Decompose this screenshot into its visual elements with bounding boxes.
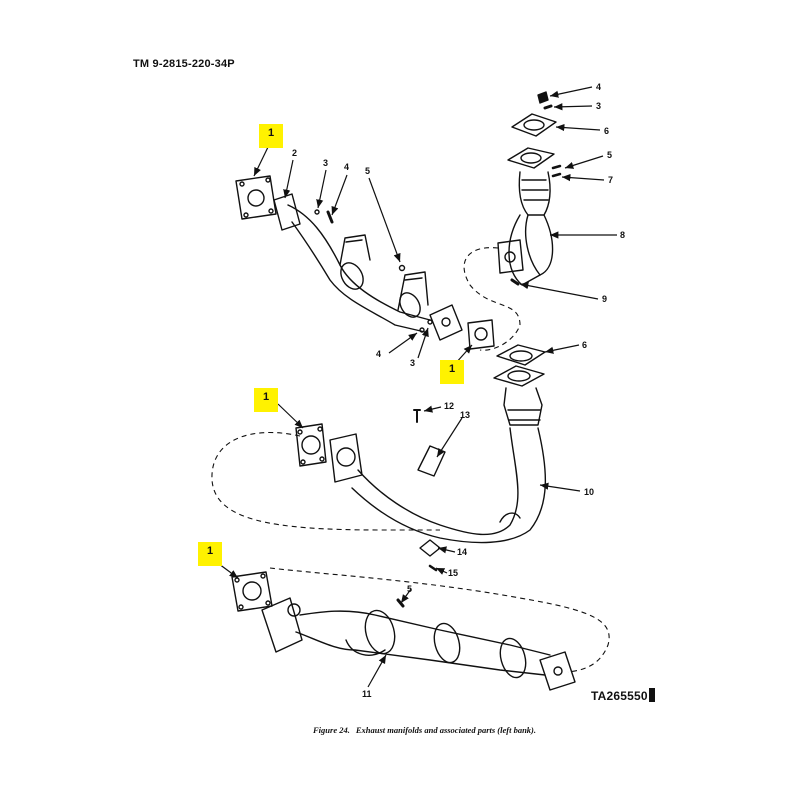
- callout-9: 9: [602, 294, 607, 304]
- callout-labels: 2 3 4 5 4 3 4 3 6 5 7 8 9 6 12 13 10 14 …: [292, 82, 625, 699]
- callout-8: 8: [620, 230, 625, 240]
- highlighted-callout-1: 1: [440, 360, 464, 384]
- ta-code: TA265550: [591, 688, 655, 703]
- figure-caption: Figure 24. Exhaust manifolds and associat…: [313, 725, 536, 735]
- callout-4: 4: [376, 349, 381, 359]
- leader-lines: [214, 86, 617, 688]
- callout-5: 5: [607, 150, 612, 160]
- callout-3: 3: [323, 158, 328, 168]
- callout-5: 5: [365, 166, 370, 176]
- highlighted-callout-1: 1: [259, 124, 283, 148]
- callout-4: 4: [596, 82, 601, 92]
- upper-manifold: [235, 175, 463, 341]
- highlighted-callout-1: 1: [198, 542, 222, 566]
- highlighted-callout-1: 1: [254, 388, 278, 412]
- callout-4: 4: [344, 162, 349, 172]
- figure-number: Figure 24.: [313, 725, 350, 735]
- callout-6: 6: [604, 126, 609, 136]
- callout-6: 6: [582, 340, 587, 350]
- callout-10: 10: [584, 487, 594, 497]
- callout-11: 11: [362, 689, 372, 699]
- callout-2: 2: [292, 148, 297, 158]
- callout-3: 3: [596, 101, 601, 111]
- crossover-pipe: [295, 319, 547, 572]
- callout-5: 5: [407, 584, 412, 594]
- upper-right-pipe: [497, 91, 562, 286]
- callout-14: 14: [457, 547, 467, 557]
- callout-7: 7: [608, 175, 613, 185]
- callout-3: 3: [410, 358, 415, 368]
- figure-title: Exhaust manifolds and associated parts (…: [355, 725, 537, 735]
- ta-code-bar: [648, 688, 655, 702]
- callout-12: 12: [444, 401, 454, 411]
- callout-15: 15: [448, 568, 458, 578]
- lower-manifold: [231, 571, 576, 691]
- callout-13: 13: [460, 410, 470, 420]
- routing-lines: [211, 247, 610, 673]
- document-header: TM 9-2815-220-34P: [133, 58, 235, 70]
